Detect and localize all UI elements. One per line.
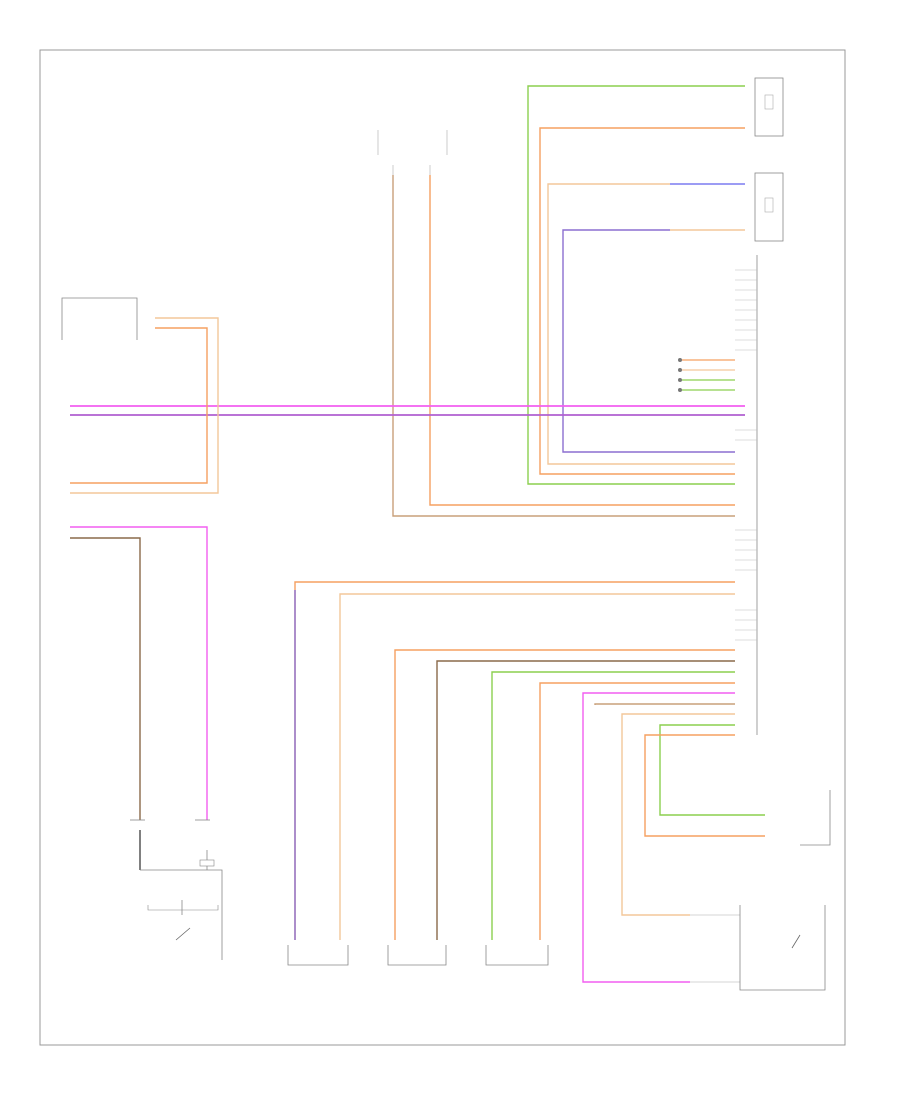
wire-orange-center (429, 175, 735, 506)
switch-icon (175, 927, 191, 941)
wire-orange-left-1 (70, 327, 208, 484)
wire-green-mid-2 (491, 671, 735, 940)
wire-orange-1 (539, 127, 745, 475)
wire-brown-mid-3 (594, 703, 735, 705)
splice-dot-icon (678, 358, 682, 362)
wire-pink-left (70, 526, 208, 820)
module-connector (735, 255, 758, 735)
wire-orange-mid-2 (394, 649, 735, 940)
component-top-center (377, 130, 448, 175)
wire-violet-1 (562, 229, 735, 453)
splice-dots (678, 358, 682, 392)
wires (70, 85, 765, 983)
wire-brown-center (392, 175, 735, 517)
wire-tan-left-1 (70, 317, 219, 494)
splice-wires (682, 359, 735, 391)
wire-green-1 (527, 85, 745, 485)
splice-dot-icon (678, 388, 682, 392)
component-left-switch (130, 819, 223, 960)
component-top-right-2 (754, 172, 784, 242)
splice-dot-icon (678, 368, 682, 372)
component-left-top (61, 297, 138, 340)
wire-tan-1 (547, 183, 735, 465)
component-bottom-right (690, 905, 826, 991)
wire-tan-mid-3 (621, 713, 735, 916)
switch-icon (791, 934, 801, 949)
diagram-frame (39, 49, 846, 1046)
wire-brown-mid-2 (436, 660, 735, 940)
component-top-right-1 (754, 77, 784, 137)
bottom-connector-2 (387, 945, 447, 966)
wire-pink-mid-3 (582, 692, 735, 983)
component-right-lower (800, 790, 831, 846)
pin-ticks (735, 269, 757, 641)
bottom-connector-1 (287, 945, 349, 966)
wire-orange-mid-4 (644, 734, 765, 837)
wire-green-mid-4 (659, 724, 765, 816)
wire-brown-left (70, 537, 141, 820)
switch-icon (764, 197, 774, 213)
wire-tan-mid-1 (339, 593, 735, 940)
bottom-connector-3 (485, 945, 549, 966)
wire-orange-mid-1 (294, 581, 735, 940)
wire-orange-mid-3 (539, 682, 735, 940)
splice-dot-icon (678, 378, 682, 382)
switch-icon (764, 94, 774, 110)
